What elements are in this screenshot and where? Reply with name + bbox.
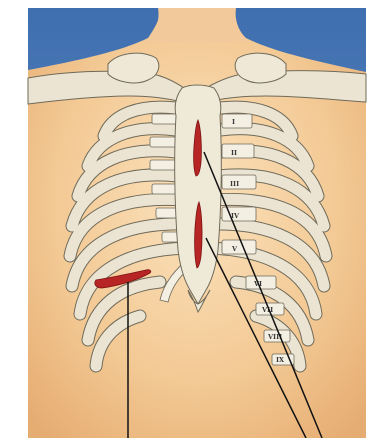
left-shoulder-bone — [108, 53, 159, 83]
sternum — [175, 85, 222, 304]
rib-label-ix: IX — [276, 356, 285, 364]
rib-label-iii: III — [230, 180, 239, 188]
rib-label-ii: II — [231, 149, 237, 157]
neck — [146, 8, 250, 42]
right-shoulder-bone — [235, 53, 286, 83]
rib-label-i: I — [232, 118, 235, 126]
rib-label-v: V — [231, 245, 238, 253]
rib-label-vii: VII — [261, 306, 273, 314]
